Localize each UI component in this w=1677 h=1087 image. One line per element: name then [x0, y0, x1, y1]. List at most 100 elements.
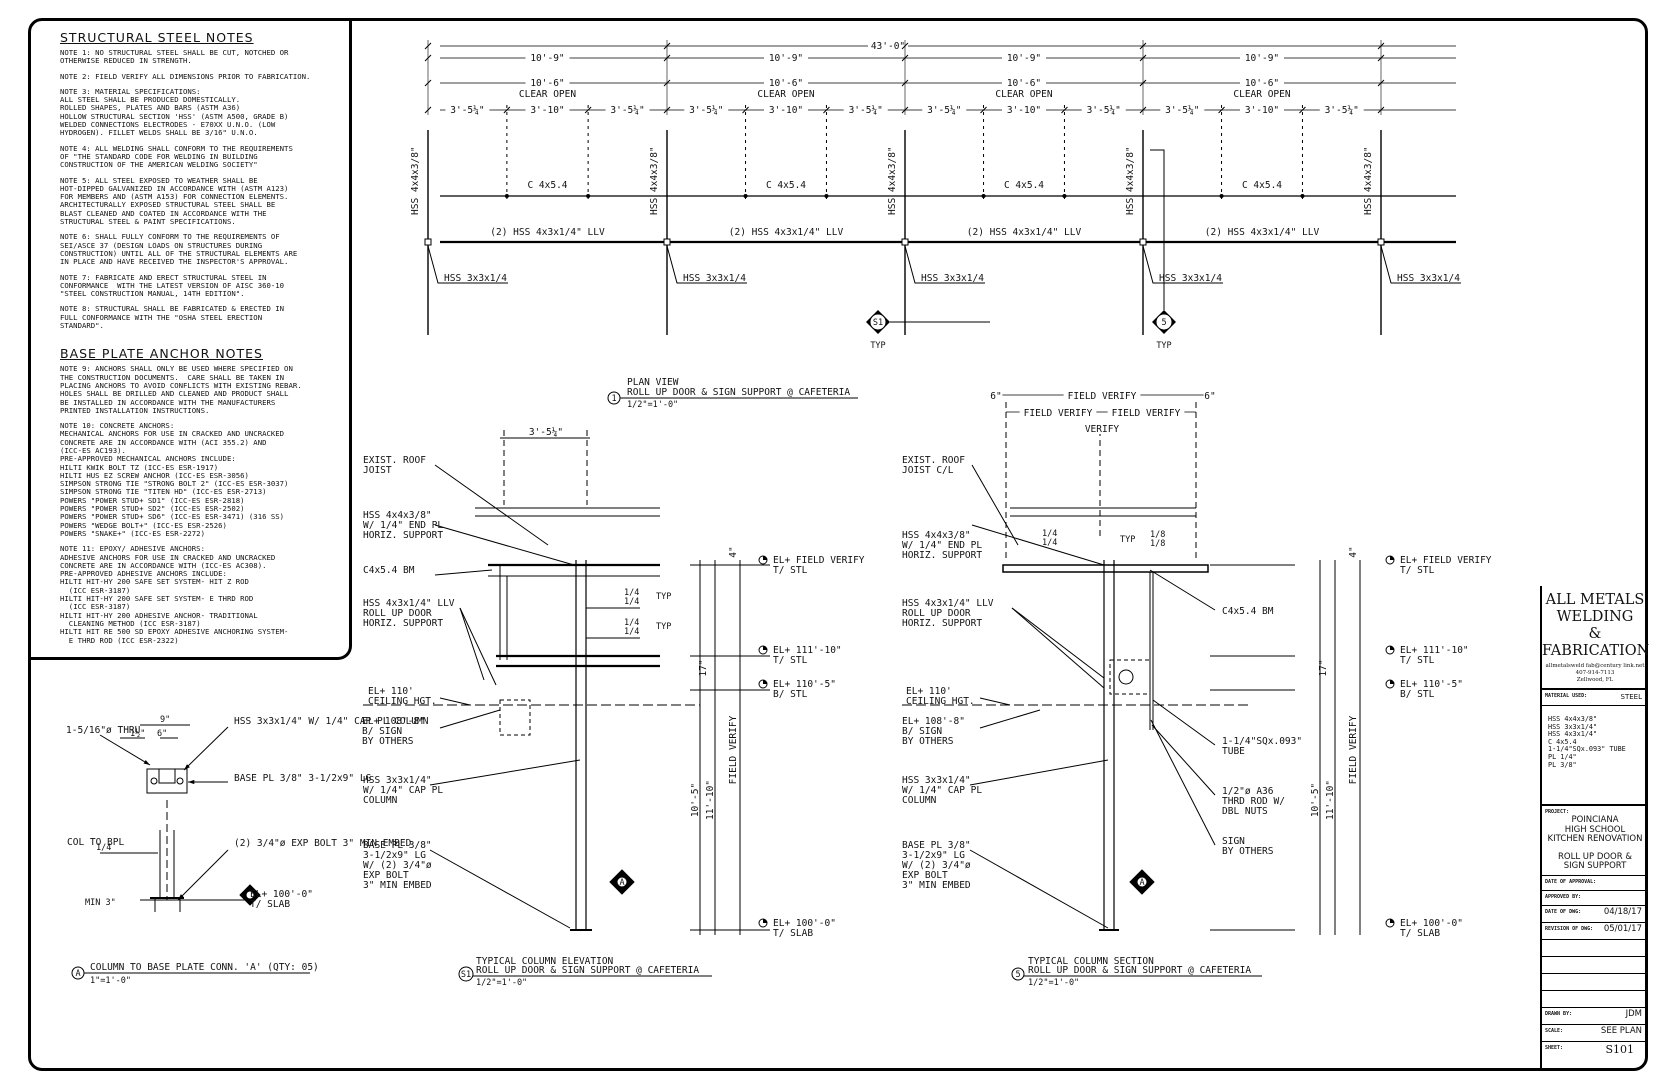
plan-view-title: 1 PLAN VIEW ROLL UP DOOR & SIGN SUPPORT …: [607, 377, 858, 410]
beam-label: (2) HSS 4x3x1/4" LLV: [490, 227, 605, 238]
blank-row-2: [1542, 957, 1648, 974]
svg-text:1"=1'-0": 1"=1'-0": [90, 976, 131, 986]
sub-dim: 3'-5¼": [450, 105, 484, 116]
elev-marker-label: EL+ 111'-10": [773, 645, 842, 656]
plan-col-label: HSS 3x3x1/4: [1397, 273, 1460, 284]
blank-row-1: [1542, 940, 1648, 957]
channel-label: C 4x5.4: [766, 180, 806, 191]
section-weld: 1/4: [1042, 538, 1057, 548]
sub-dim: 3'-10": [1245, 105, 1279, 116]
sub-dim: 3'-5¼": [927, 105, 961, 116]
section-title: TYPICAL COLUMN SECTION: [1028, 956, 1154, 967]
elev-subtitle: ROLL UP DOOR & SIGN SUPPORT @ CAFETERIA: [476, 965, 699, 976]
note-9: NOTE 9: ANCHORS SHALL ONLY BE USED WHERE…: [60, 364, 302, 415]
sub-dim: 3'-5¼": [1165, 105, 1199, 116]
section-subtitle: ROLL UP DOOR & SIGN SUPPORT @ CAFETERIA: [1028, 965, 1251, 976]
plan-post: [424, 238, 432, 246]
section-top-dim: FIELD VERIFY: [1068, 391, 1137, 402]
elev-weld: 1/4: [624, 597, 639, 607]
svg-text:PLAN VIEW: PLAN VIEW: [627, 377, 679, 388]
svg-text:(2) 3/4"ø EXP BOLT 3" MIN EMBE: (2) 3/4"ø EXP BOLT 3" MIN EMBED: [234, 838, 412, 849]
elev-marker-sub: B/ STL: [773, 689, 808, 700]
svg-text:ROLL UP DOOR & SIGN SUPPORT @: ROLL UP DOOR & SIGN SUPPORT @ CAFETERIA: [627, 387, 850, 398]
section-marker-sub: T/ STL: [1400, 655, 1435, 666]
plan-post-label: HSS 4x4x3/8": [649, 146, 660, 215]
plan-col-label: HSS 3x3x1/4: [683, 273, 746, 284]
note-8: NOTE 8: STRUCTURAL SHALL BE FABRICATED &…: [60, 304, 285, 331]
elev-weld: 1/4: [624, 588, 639, 598]
section-scale: 1/2"=1'-0": [1028, 978, 1079, 988]
section-marker-sub: B/ STL: [1400, 689, 1435, 700]
scale-row: SCALE:SEE PLAN: [1542, 1025, 1648, 1042]
column-section-drawing: [902, 402, 1361, 935]
elev-vdim: 10'-5": [690, 783, 701, 817]
revision-row: REVISION OF DWG:05/01/17: [1542, 923, 1648, 940]
svg-text:A: A: [75, 969, 80, 979]
overall-dim: 43'-0": [871, 41, 905, 52]
plan-detail-mark-s1[interactable]: S1 TYP: [866, 310, 990, 351]
section-marker-sub: T/ STL: [1400, 565, 1435, 576]
beam-label: (2) HSS 4x3x1/4" LLV: [967, 227, 1082, 238]
section-marker-label: EL+ 100'-0": [1400, 918, 1463, 929]
clear-dim: 10'-6": [530, 78, 564, 89]
sub-dim: 3'-10": [1007, 105, 1041, 116]
section-top-dim: FIELD VERIFY: [1112, 408, 1181, 419]
elev-marker-label: EL+ 100'-0": [773, 918, 836, 929]
plan-detail-mark-5[interactable]: 5 TYP: [1150, 149, 1176, 351]
elev-weld-typ: TYP: [656, 592, 671, 602]
bay-dim: 10'-9": [769, 53, 803, 64]
channel-label: C 4x5.4: [1004, 180, 1044, 191]
elev-marker-sub: T/ STL: [773, 655, 808, 666]
clear-open-label: CLEAR OPEN: [757, 89, 814, 100]
note-2: NOTE 2: FIELD VERIFY ALL DIMENSIONS PRIO…: [60, 71, 311, 81]
elev-weld-typ: TYP: [656, 622, 671, 632]
company-contact: allmetalsweld fab@century link.net 407-9…: [1545, 663, 1645, 683]
plan-col-label: HSS 3x3x1/4: [921, 273, 984, 284]
plan-post-label: HSS 4x4x3/8": [1125, 146, 1136, 215]
plan-post: [901, 238, 909, 246]
elev-vdim: 11'-10": [705, 780, 716, 820]
sub-dim: 3'-10": [769, 105, 803, 116]
svg-text:HSS 3x3x1/4" W/ 1/4" CAP PL CO: HSS 3x3x1/4" W/ 1/4" CAP PL COLUMN: [234, 716, 429, 727]
clear-dim: 10'-6": [1245, 78, 1279, 89]
section-marker-sub: T/ SLAB: [1400, 928, 1440, 939]
date-row: DATE OF DWG:04/18/17: [1542, 906, 1648, 923]
elev-scale: 1/2"=1'-0": [476, 978, 527, 988]
drawn-row: DRAWN BY:JDM: [1542, 1008, 1648, 1025]
clear-open-label: CLEAR OPEN: [1233, 89, 1290, 100]
svg-text:1/4: 1/4: [96, 843, 111, 853]
elev-top-dim: 3'-5¼": [529, 427, 563, 438]
materials-list: HSS 4x4x3/8" HSS 3x3x1/4" HSS 4x3x1/4" C…: [1542, 706, 1648, 806]
section-top-dim: 6": [1204, 391, 1215, 402]
section-vdim: FIELD VERIFY: [1348, 715, 1359, 784]
section-vdim: 17": [1318, 659, 1329, 676]
elev-vdim: FIELD VERIFY: [728, 715, 739, 784]
elev-label: EL+ 110'CEILING HGT.: [368, 686, 437, 707]
elev-weld: 1/4: [624, 627, 639, 637]
elev-title: TYPICAL COLUMN ELEVATION: [476, 956, 614, 967]
base-plate-detail: [99, 724, 261, 912]
section-top-dim: 6": [990, 391, 1001, 402]
svg-text:BASE PL 3/8" 3-1/2x9" LG: BASE PL 3/8" 3-1/2x9" LG: [234, 773, 372, 784]
plan-col-label: HSS 3x3x1/4: [444, 273, 507, 284]
elev-vdim: 17": [698, 659, 709, 676]
elev-label: C4x5.4 BM: [363, 565, 415, 576]
section-vdim: 4": [1348, 546, 1359, 557]
drawing-sheet-border: [28, 18, 1648, 1071]
sub-dim: 3'-5¼": [1325, 105, 1359, 116]
anchor-notes-title: BASE PLATE ANCHOR NOTES: [60, 346, 263, 362]
base-plate-detail-labels: 1-5/16"ø THRU 9" 6" 1½" HSS 3x3x1/4" W/ …: [66, 715, 429, 910]
clear-open-label: CLEAR OPEN: [995, 89, 1052, 100]
section-weld: 1/8: [1150, 539, 1165, 549]
note-4: NOTE 4: ALL WELDING SHALL CONFORM TO THE…: [60, 143, 293, 170]
note-1: NOTE 1: NO STRUCTURAL STEEL SHALL BE CUT…: [60, 48, 289, 66]
note-3: NOTE 3: MATERIAL SPECIFICATIONS: ALL STE…: [60, 86, 289, 138]
section-marker-label: EL+ FIELD VERIFY: [1400, 555, 1492, 566]
company-name: ALL METALS WELDING & FABRICATION: [1542, 592, 1650, 659]
channel-label: C 4x5.4: [1242, 180, 1282, 191]
note-7: NOTE 7: FABRICATE AND ERECT STRUCTURAL S…: [60, 272, 285, 299]
